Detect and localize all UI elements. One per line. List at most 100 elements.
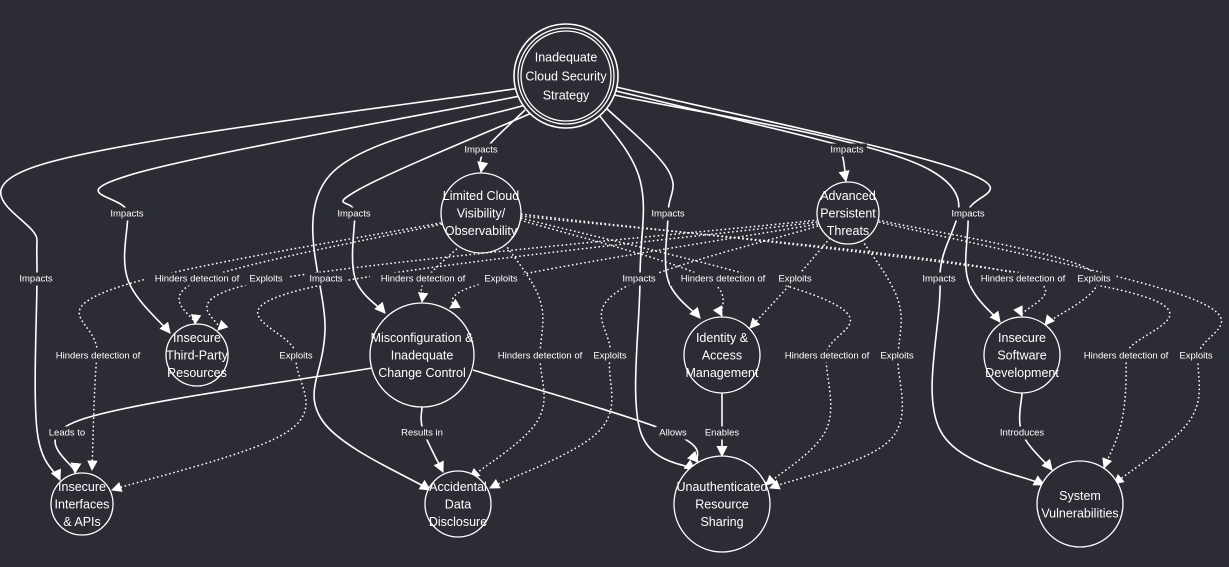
edge-label-text: Impacts	[922, 274, 956, 285]
edge-label-background	[394, 426, 450, 440]
edge-label-text: Hinders detection of	[785, 351, 870, 362]
edge-label-apt-to-disclosure: Exploits	[587, 349, 633, 363]
node-label-line: Data	[445, 498, 471, 512]
edge-label-text: Hinders detection of	[1084, 351, 1169, 362]
edge-label-background	[670, 272, 776, 286]
edge-label-apt-to-iam: Exploits	[772, 272, 818, 286]
edge-label-background	[334, 207, 374, 221]
edge-label-root-to-iam: Impacts	[648, 207, 688, 221]
edge-root-to-disclosure	[311, 103, 529, 491]
node-inner-ring	[520, 30, 612, 122]
edge-labels-layer: ImpactsImpactsImpactsImpactsImpactsImpac…	[16, 143, 1219, 440]
node-inner-ring	[517, 27, 615, 125]
edge-label-apt-to-vulns: Exploits	[1173, 349, 1219, 363]
edge-label-misconfig-to-apis: Leads to	[44, 426, 90, 440]
edge-label-text: Exploits	[1077, 274, 1111, 285]
edge-root-to-sharing	[596, 111, 696, 471]
node-label-line: System	[1059, 489, 1101, 503]
node-label-line: Vulnerabilities	[1041, 506, 1118, 520]
node-label-line: Visibility/	[457, 207, 506, 221]
edge-label-text: Enables	[705, 428, 740, 439]
edge-label-apt-to-apis: Exploits	[273, 349, 319, 363]
node-label-line: Insecure	[998, 331, 1046, 345]
edge-root-to-vulns	[609, 93, 1045, 486]
edge-label-text: Exploits	[249, 274, 283, 285]
edge-label-root-to-visibility: Impacts	[461, 143, 501, 157]
node-label-line: Unauthenticated	[676, 480, 767, 494]
edge-label-apt-to-misconfig: Exploits	[478, 272, 524, 286]
edge-label-background	[619, 272, 659, 286]
node-label-line: Identity &	[696, 331, 749, 345]
edge-label-apt-to-thirdparty: Exploits	[243, 272, 289, 286]
node-label-line: Disclosure	[429, 515, 487, 529]
edge-label-text: Hinders detection of	[56, 351, 141, 362]
edge-root-to-apt	[611, 89, 850, 183]
node-label-line: Misconfiguration &	[371, 331, 474, 345]
node-circle	[50, 472, 114, 536]
node-circle	[369, 302, 475, 408]
edge-label-root-to-misconfig: Impacts	[334, 207, 374, 221]
edge-label-text: Impacts	[464, 145, 498, 156]
edge-label-background	[370, 272, 476, 286]
node-label-line: Advanced	[820, 189, 876, 203]
edge-label-swdev-to-vulns: Introduces	[994, 426, 1050, 440]
edge-label-text: Impacts	[19, 274, 53, 285]
edge-label-background	[774, 349, 880, 363]
edge-label-background	[874, 349, 920, 363]
edge-label-text: Impacts	[951, 209, 985, 220]
edge-label-text: Impacts	[651, 209, 685, 220]
edge-label-background	[648, 207, 688, 221]
node-label-line: Accidental	[429, 480, 487, 494]
edge-label-visibility-to-misconfig: Hinders detection of	[370, 272, 476, 286]
node-label-line: Software	[997, 349, 1046, 363]
node-label-line: Resources	[167, 366, 227, 380]
edge-label-background	[772, 272, 818, 286]
edge-label-background	[16, 272, 56, 286]
edge-label-visibility-to-sharing: Hinders detection of	[774, 349, 880, 363]
edge-misconfig-to-apis	[54, 367, 373, 475]
edge-label-text: Exploits	[593, 351, 627, 362]
edge-label-background	[243, 272, 289, 286]
edge-apt-to-vulns	[878, 221, 1223, 485]
edge-label-text: Hinders detection of	[498, 351, 583, 362]
edge-label-background	[1173, 349, 1219, 363]
edge-label-root-to-thirdparty: Impacts	[107, 207, 147, 221]
edge-label-background	[487, 349, 593, 363]
edge-visibility-to-sharing	[520, 217, 852, 486]
edge-label-text: Impacts	[622, 274, 656, 285]
edge-label-apt-to-swdev: Exploits	[1071, 272, 1117, 286]
edge-apt-to-thirdparty	[206, 219, 819, 331]
edge-label-text: Results in	[401, 428, 443, 439]
edge-label-iam-to-sharing: Enables	[702, 426, 742, 440]
edge-label-text: Exploits	[880, 351, 914, 362]
edge-label-text: Exploits	[778, 274, 812, 285]
edge-visibility-to-vulns	[520, 213, 1171, 469]
edge-label-background	[273, 349, 319, 363]
edge-label-text: Hinders detection of	[981, 274, 1066, 285]
edge-label-background	[144, 272, 250, 286]
edge-label-background	[827, 143, 867, 157]
edge-label-background	[948, 207, 988, 221]
edge-misconfig-to-sharing	[472, 369, 699, 463]
node-circle	[1036, 460, 1124, 548]
edge-label-background	[306, 272, 346, 286]
node-label-line: Observability	[445, 224, 518, 238]
node-label-line: Persistent	[820, 207, 876, 221]
edge-label-visibility-to-swdev: Hinders detection of	[970, 272, 1076, 286]
edge-label-text: Impacts	[110, 209, 144, 220]
edge-label-background	[44, 426, 90, 440]
edge-visibility-to-iam	[519, 219, 724, 317]
